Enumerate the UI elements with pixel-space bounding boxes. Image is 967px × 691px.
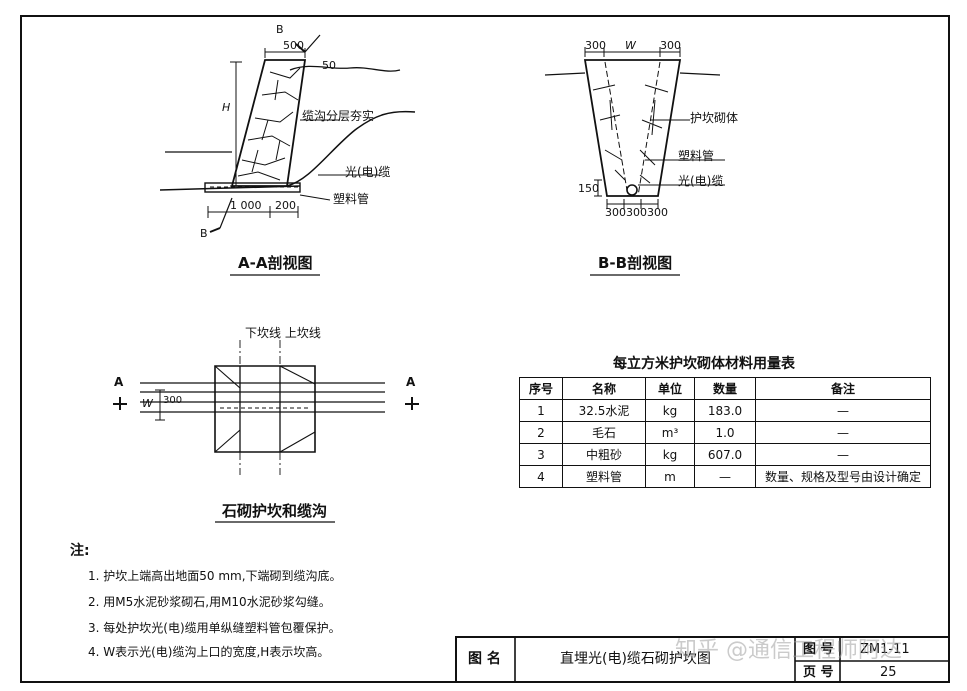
table-cell: 1: [519, 399, 563, 422]
table-header: 单位: [645, 377, 695, 400]
title-block-drawing-name: 直埋光(电)缆石砌护坎图: [560, 651, 711, 667]
bb-dim-bottom: 300300300: [605, 206, 668, 219]
aa-dim-top: 500: [283, 39, 304, 52]
table-header: 序号: [519, 377, 563, 400]
table-cell: kg: [645, 399, 695, 422]
plan-mark-a-left: A: [114, 375, 124, 389]
note-item: 1. 护坎上端高出地面50 mm,下端砌到缆沟底。: [88, 569, 342, 583]
table-row: 1 32.5水泥 kg 183.0 —: [519, 399, 931, 422]
table-cell: 1.0: [694, 421, 756, 444]
plan-dim-300: 300: [163, 395, 183, 406]
title-block: [455, 636, 950, 683]
title-block-drawing-no: ZM1-11: [860, 642, 910, 657]
plan-view-drawing: [113, 340, 419, 475]
table-cell: 183.0: [694, 399, 756, 422]
table-title: 每立方米护坎砌体材料用量表: [613, 356, 795, 372]
note-item: 2. 用M5水泥砂浆砌石,用M10水泥砂浆勾缝。: [88, 595, 331, 609]
bb-dim-w: W: [625, 39, 636, 52]
table-cell: 32.5水泥: [562, 399, 646, 422]
table-header: 数量: [694, 377, 756, 400]
title-block-name-label: 图 名: [468, 651, 501, 667]
bb-label-pipe: 塑料管: [678, 149, 715, 163]
plan-mark-a-right: A: [406, 375, 416, 389]
note-item: 3. 每处护坎光(电)缆用单纵缝塑料管包覆保护。: [88, 621, 341, 635]
table-cell: —: [755, 399, 931, 422]
plan-caption: 石砌护坎和缆沟: [222, 502, 328, 520]
bb-section-drawing: [544, 47, 725, 209]
aa-caption: A-A剖视图: [238, 254, 313, 272]
title-block-page-no: 25: [880, 665, 897, 680]
table-cell: 3: [519, 443, 563, 466]
table-cell: 数量、规格及型号由设计确定: [755, 465, 931, 488]
bb-label-cable: 光(电)缆: [678, 174, 724, 188]
note-item: 4. W表示光(电)缆沟上口的宽度,H表示坎高。: [88, 645, 330, 659]
table-row: 3 中粗砂 kg 607.0 —: [519, 443, 931, 466]
table-row: 2 毛石 m³ 1.0 —: [519, 421, 931, 444]
bb-dim-150: 150: [578, 182, 599, 195]
bb-dim-300-left: 300: [585, 39, 606, 52]
watermark-text: 知乎 @通信工程师阿达: [675, 638, 902, 663]
notes-heading: 注:: [70, 543, 90, 559]
bb-dim-300-right: 300: [660, 39, 681, 52]
title-block-no-label: 图 号: [803, 642, 834, 657]
table-cell: m³: [645, 421, 695, 444]
table-cell: 毛石: [562, 421, 646, 444]
title-block-page-label: 页 号: [803, 665, 834, 680]
table-cell: kg: [645, 443, 695, 466]
table-cell: m: [645, 465, 695, 488]
bb-caption: B-B剖视图: [598, 254, 673, 272]
plan-label-lines: 下坎线 上坎线: [245, 326, 321, 340]
table-cell: 中粗砂: [562, 443, 646, 466]
plan-dim-w: W: [142, 397, 153, 410]
aa-dim-h: H: [222, 101, 231, 114]
aa-section-mark-b-bottom: B: [200, 227, 208, 240]
table-cell: 塑料管: [562, 465, 646, 488]
aa-section-drawing: [159, 34, 416, 233]
aa-section-mark-b-top: B: [276, 23, 284, 36]
aa-dim-50: 50: [322, 59, 336, 72]
table-cell: 607.0: [694, 443, 756, 466]
table-cell: —: [755, 443, 931, 466]
drawing-sheet: [20, 15, 950, 683]
aa-label-pipe: 塑料管: [333, 192, 370, 206]
table-cell: 2: [519, 421, 563, 444]
table-row: 4 塑料管 m — 数量、规格及型号由设计确定: [519, 465, 931, 488]
aa-dim-200: 200: [275, 199, 296, 212]
table-cell: —: [694, 465, 756, 488]
table-cell: 4: [519, 465, 563, 488]
table-header: 备注: [755, 377, 931, 400]
table-cell: —: [755, 421, 931, 444]
aa-label-compaction: 缆沟分层夯实: [302, 109, 375, 123]
material-table: 序号 名称 单位 数量 备注 1 32.5水泥 kg 183.0 — 2 毛石 …: [519, 377, 931, 488]
table-header: 名称: [562, 377, 646, 400]
aa-label-cable: 光(电)缆: [345, 165, 391, 179]
table-header-row: 序号 名称 单位 数量 备注: [519, 377, 931, 400]
aa-dim-1000: 1 000: [230, 199, 262, 212]
bb-label-masonry: 护坎砌体: [690, 111, 739, 125]
